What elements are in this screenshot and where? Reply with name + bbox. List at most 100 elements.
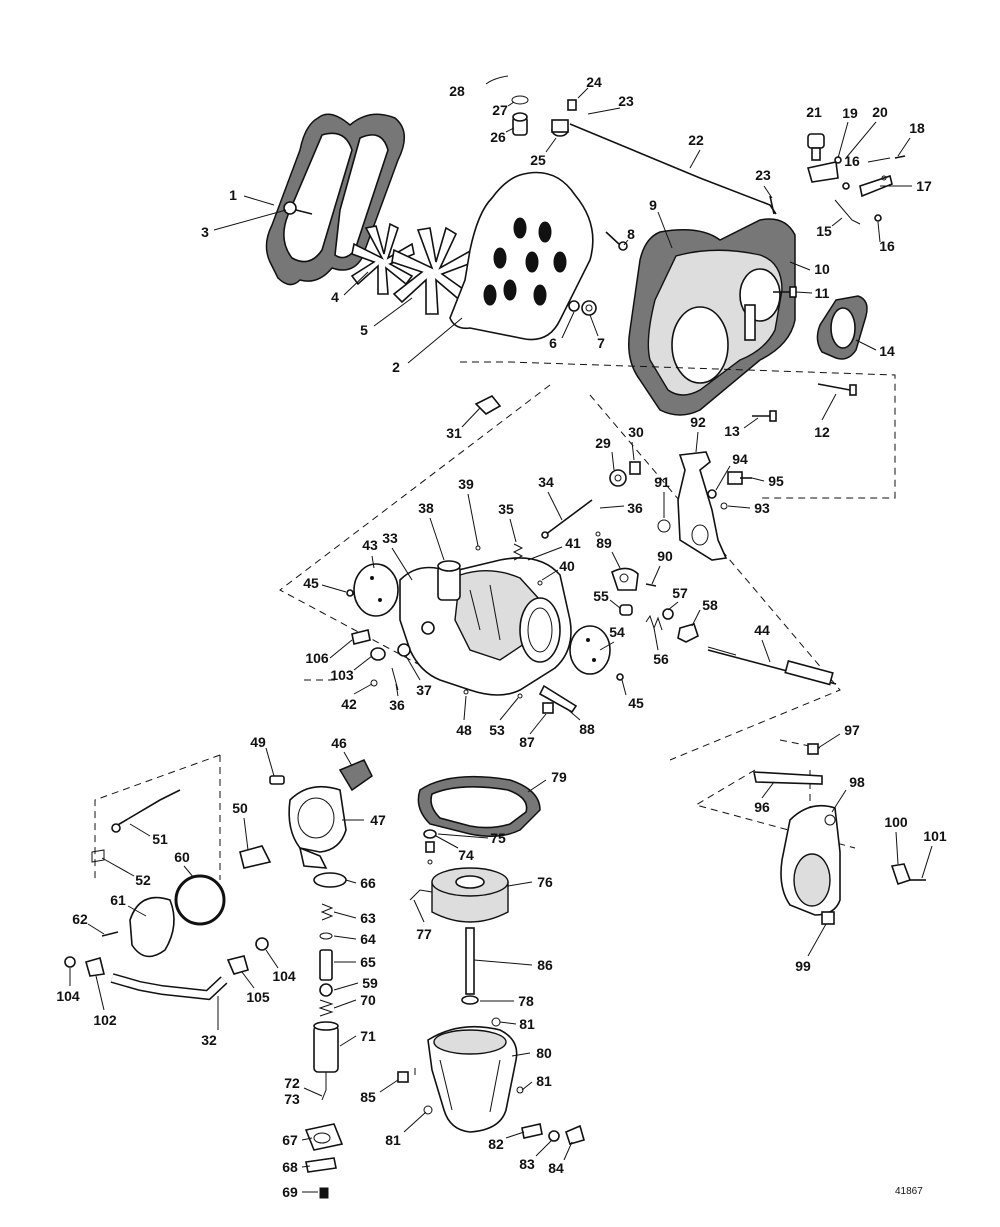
callout-58: 58	[702, 597, 718, 613]
callout-36b: 36	[389, 697, 405, 713]
reed-housing	[628, 218, 796, 416]
callout-95: 95	[768, 473, 784, 489]
callout-86: 86	[537, 957, 553, 973]
idle-screw-set	[619, 604, 699, 643]
callout-40: 40	[559, 558, 575, 574]
callout-57: 57	[672, 585, 688, 601]
carburetor-body	[399, 557, 572, 696]
screw-washer-set	[657, 471, 752, 533]
callout-19: 19	[842, 105, 858, 121]
callout-50: 50	[232, 800, 248, 816]
callout-70: 70	[360, 992, 376, 1008]
bracket-part	[753, 743, 823, 785]
callout-66: 66	[360, 875, 376, 891]
callout-100: 100	[884, 814, 908, 830]
callout-23a: 23	[618, 93, 634, 109]
float-part	[409, 829, 509, 923]
callout-103: 103	[330, 667, 354, 683]
callout-32: 32	[201, 1032, 217, 1048]
callout-69: 69	[282, 1184, 298, 1200]
callout-79: 79	[551, 769, 567, 785]
callout-11: 11	[814, 285, 830, 301]
callout-91: 91	[654, 474, 670, 490]
callout-34: 34	[538, 474, 554, 490]
callout-78: 78	[518, 993, 534, 1009]
callout-43: 43	[362, 537, 378, 553]
callout-51: 51	[152, 831, 168, 847]
callout-89: 89	[596, 535, 612, 551]
callout-30: 30	[628, 424, 644, 440]
callout-3: 3	[201, 224, 209, 240]
callout-105: 105	[246, 989, 270, 1005]
figure-number: 41867	[895, 1186, 923, 1197]
callout-81b: 81	[536, 1073, 552, 1089]
callout-22: 22	[688, 132, 704, 148]
screw-part	[752, 410, 777, 422]
screw-part	[605, 231, 628, 251]
callout-55: 55	[593, 588, 609, 604]
callout-47: 47	[370, 812, 386, 828]
callout-9: 9	[649, 197, 657, 213]
callout-68: 68	[282, 1159, 298, 1175]
callout-12: 12	[814, 424, 830, 440]
callout-5: 5	[360, 322, 368, 338]
washer-nut-pair	[568, 300, 597, 316]
callout-99: 99	[795, 958, 811, 974]
callout-71: 71	[360, 1028, 376, 1044]
callout-96: 96	[754, 799, 770, 815]
main-jet	[461, 927, 501, 1027]
filter-cover	[129, 874, 226, 958]
callout-83: 83	[519, 1156, 535, 1172]
callout-35: 35	[498, 501, 514, 517]
callout-104a: 104	[56, 988, 80, 1004]
callout-94: 94	[732, 451, 748, 467]
callout-80: 80	[536, 1045, 552, 1061]
callout-65: 65	[360, 954, 376, 970]
callout-2: 2	[392, 359, 400, 375]
callout-23b: 23	[755, 167, 771, 183]
callout-46: 46	[331, 735, 347, 751]
callout-56: 56	[653, 651, 669, 667]
callout-7: 7	[597, 335, 605, 351]
carb-gaskets	[353, 563, 611, 675]
callout-63: 63	[360, 910, 376, 926]
cam-part	[611, 567, 657, 591]
callout-93: 93	[754, 500, 770, 516]
callout-97: 97	[844, 722, 860, 738]
callout-61: 61	[110, 892, 126, 908]
callout-53: 53	[489, 722, 505, 738]
screw-part	[283, 201, 313, 215]
callout-28: 28	[449, 83, 465, 99]
flange-gasket	[816, 295, 868, 360]
throttle-linkage-rod	[569, 123, 777, 215]
callout-49: 49	[250, 734, 266, 750]
callout-92: 92	[690, 414, 706, 430]
callout-21: 21	[806, 104, 822, 120]
gasket-part	[265, 113, 405, 286]
float-valve-stack	[304, 872, 347, 1199]
callout-81c: 81	[385, 1132, 401, 1148]
callout-72: 72	[284, 1075, 300, 1091]
small-fasteners	[346, 531, 624, 714]
callout-16b: 16	[879, 238, 895, 254]
callout-31: 31	[446, 425, 462, 441]
bowl-gasket	[417, 775, 541, 837]
callout-8: 8	[627, 226, 635, 242]
callout-59: 59	[362, 975, 378, 991]
callout-74: 74	[458, 847, 474, 863]
callout-60: 60	[174, 849, 190, 865]
float-bowl	[397, 1025, 585, 1145]
spring-part	[512, 543, 524, 561]
callout-38: 38	[418, 500, 434, 516]
needle-valve	[707, 646, 837, 686]
callout-4: 4	[331, 289, 339, 305]
fittings	[64, 931, 269, 1001]
callout-17: 17	[916, 178, 932, 194]
callout-39: 39	[458, 476, 474, 492]
callout-13: 13	[724, 423, 740, 439]
callout-54: 54	[609, 624, 625, 640]
callout-42: 42	[341, 696, 357, 712]
bolt-part	[817, 383, 857, 396]
bushing-part	[485, 75, 577, 137]
